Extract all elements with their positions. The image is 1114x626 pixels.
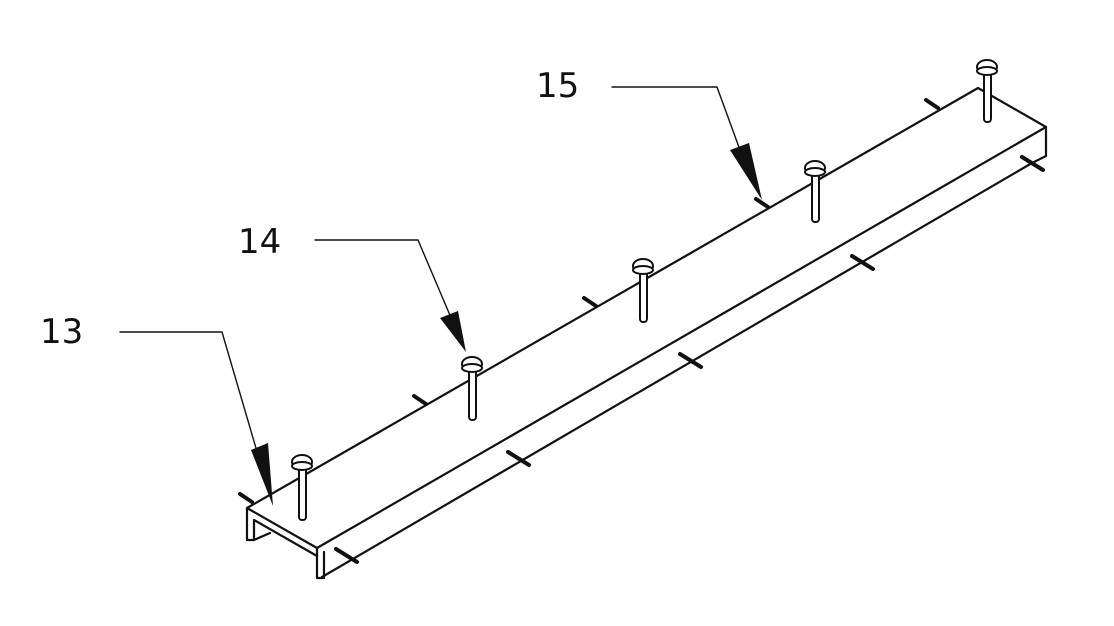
front-edge-ticks bbox=[334, 155, 1045, 564]
pin bbox=[632, 258, 654, 323]
reference-label-13: 13 bbox=[40, 312, 84, 352]
arrowheads bbox=[251, 143, 762, 506]
pin bbox=[976, 59, 998, 123]
channel-body bbox=[245, 86, 1048, 580]
pin bbox=[291, 454, 313, 521]
pin bbox=[804, 160, 826, 223]
leader-lines bbox=[119, 86, 741, 456]
reference-label-15: 15 bbox=[536, 66, 580, 106]
reference-label-14: 14 bbox=[238, 222, 282, 262]
pins bbox=[291, 59, 998, 521]
back-edge-ticks bbox=[238, 98, 940, 504]
pin bbox=[461, 356, 483, 421]
